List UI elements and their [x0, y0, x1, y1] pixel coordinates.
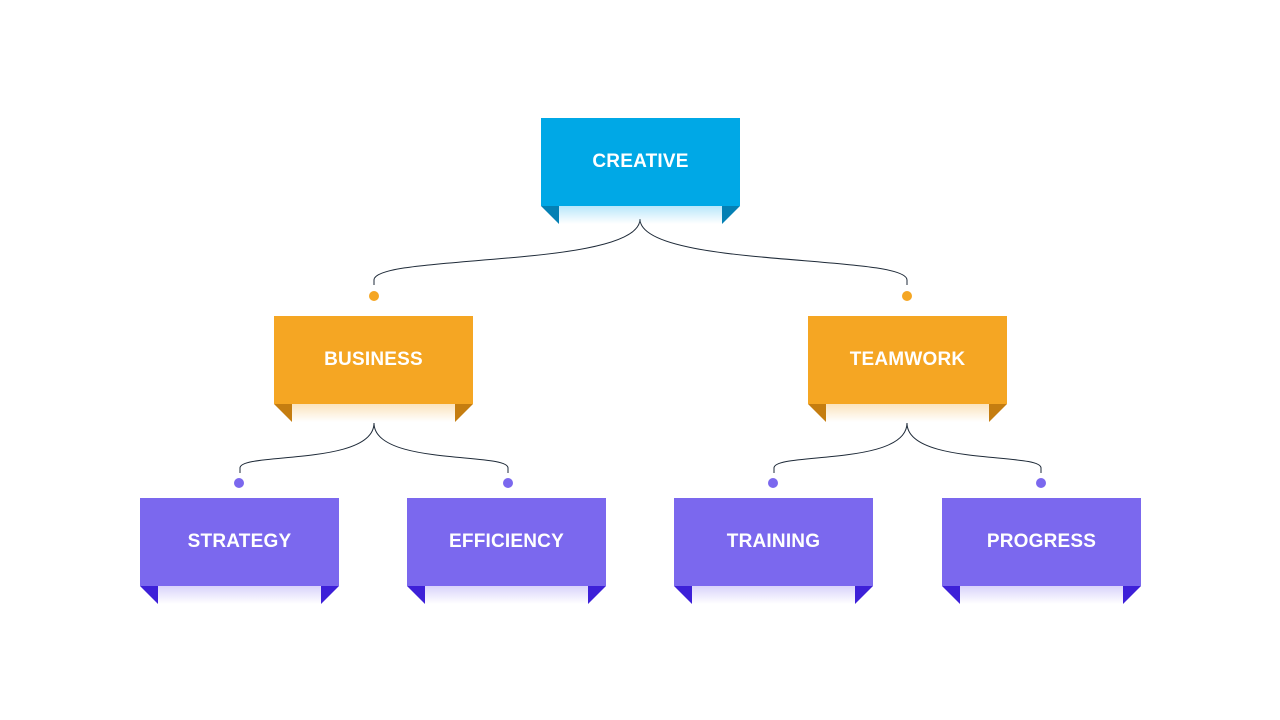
node-strategy: STRATEGY	[140, 498, 339, 604]
node-shadow	[826, 404, 989, 422]
connector-business-efficiency	[373, 422, 509, 473]
node-label: CREATIVE	[541, 118, 740, 206]
connector-root-business	[373, 218, 641, 285]
connector-dot-progress	[1036, 478, 1046, 488]
connector-teamwork-training	[773, 422, 908, 473]
node-label: STRATEGY	[140, 498, 339, 586]
node-label: TRAINING	[674, 498, 873, 586]
connector-dot-training	[768, 478, 778, 488]
node-efficiency: EFFICIENCY	[407, 498, 606, 604]
connector-dot-strategy	[234, 478, 244, 488]
node-progress: PROGRESS	[942, 498, 1141, 604]
node-creative: CREATIVE	[541, 118, 740, 224]
node-shadow	[960, 586, 1123, 604]
node-training: TRAINING	[674, 498, 873, 604]
node-label: TEAMWORK	[808, 316, 1007, 404]
connector-root-teamwork	[639, 218, 908, 285]
connector-business-strategy	[239, 422, 375, 473]
node-label: PROGRESS	[942, 498, 1141, 586]
node-shadow	[158, 586, 321, 604]
connector-dot-efficiency	[503, 478, 513, 488]
connector-dot-business	[369, 291, 379, 301]
connector-dot-teamwork	[902, 291, 912, 301]
node-shadow	[559, 206, 722, 224]
node-label: BUSINESS	[274, 316, 473, 404]
node-business: BUSINESS	[274, 316, 473, 422]
node-teamwork: TEAMWORK	[808, 316, 1007, 422]
node-shadow	[692, 586, 855, 604]
node-shadow	[292, 404, 455, 422]
node-shadow	[425, 586, 588, 604]
node-label: EFFICIENCY	[407, 498, 606, 586]
connector-teamwork-progress	[906, 422, 1042, 473]
